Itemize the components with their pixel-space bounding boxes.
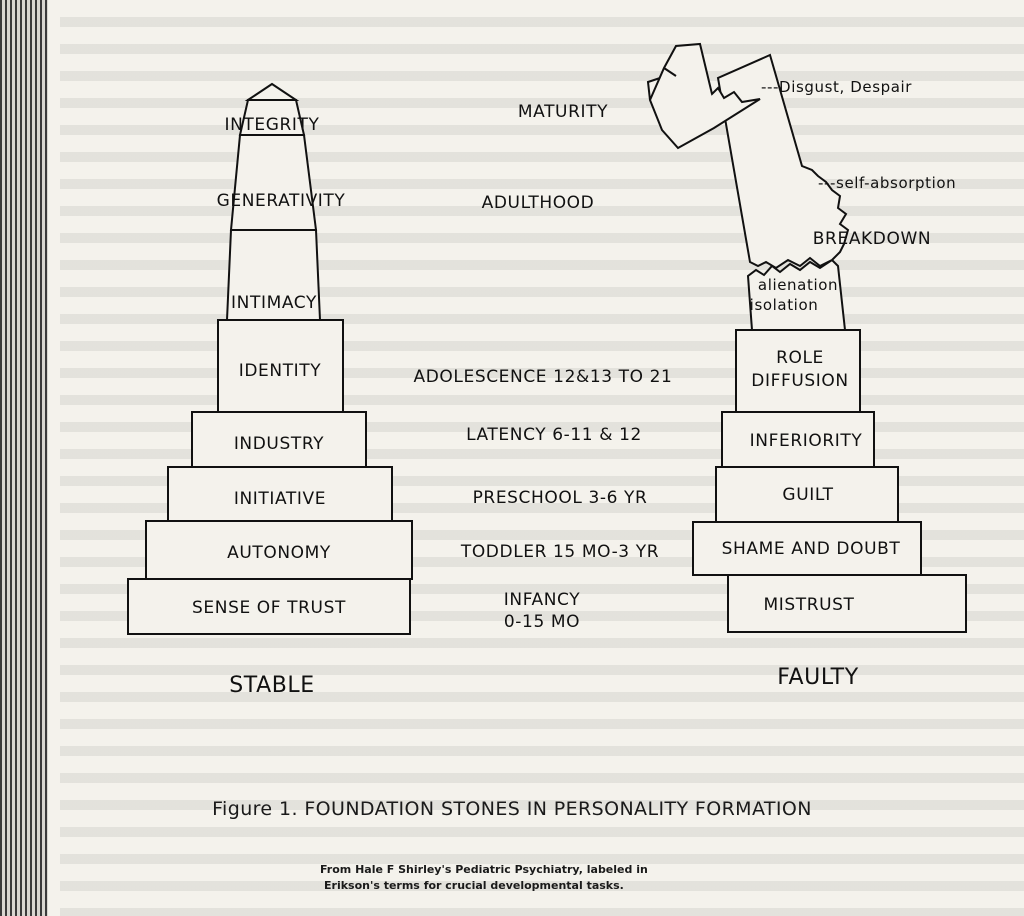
cap-edge <box>663 67 677 77</box>
stable-pyramid <box>127 82 413 635</box>
label-initiative: INITIATIVE <box>234 489 326 509</box>
stage-adolescence: ADOLESCENCE 12&13 TO 21 <box>414 367 673 387</box>
stone-inferiority <box>721 411 875 468</box>
label-generativity: GENERATIVITY <box>217 191 346 211</box>
stone-generativity <box>229 134 318 231</box>
label-isolation: isolation <box>750 296 819 314</box>
label-autonomy: AUTONOMY <box>227 543 331 563</box>
title-stable: STABLE <box>229 673 315 698</box>
title-faulty: FAULTY <box>777 665 859 690</box>
stone-identity <box>217 319 344 413</box>
label-intimacy: INTIMACY <box>231 293 317 313</box>
label-diffusion: DIFFUSION <box>751 371 848 391</box>
faulty-tower <box>646 42 967 633</box>
label-sense-of-trust: SENSE OF TRUST <box>192 598 346 618</box>
label-industry: INDUSTRY <box>234 434 324 454</box>
label-inferiority: INFERIORITY <box>750 431 863 451</box>
stone-alienation-isolation <box>746 258 847 331</box>
figure-credit: From Hale F Shirley's Pediatric Psychiat… <box>320 862 740 894</box>
stage-preschool: PRESCHOOL 3-6 YR <box>473 488 648 508</box>
stone-sense-of-trust <box>127 578 411 635</box>
stone-role-diffusion <box>735 329 861 413</box>
credit-line-1: From Hale F Shirley's Pediatric Psychiat… <box>320 863 648 876</box>
book-binding <box>0 0 48 916</box>
label-mistrust: MISTRUST <box>763 595 854 615</box>
label-self-absorption: ---self-absorption <box>818 174 956 192</box>
credit-line-2: Erikson's terms for crucial developmenta… <box>324 879 624 892</box>
label-role: ROLE <box>776 348 824 368</box>
label-integrity: INTEGRITY <box>224 115 319 135</box>
label-shame-and-doubt: SHAME AND DOUBT <box>722 539 901 559</box>
stone-breakdown <box>716 53 850 270</box>
stage-infancy: INFANCY <box>504 590 580 610</box>
label-alienation: alienation <box>758 276 838 294</box>
label-breakdown: BREAKDOWN <box>813 229 931 249</box>
stone-guilt <box>715 466 899 523</box>
label-guilt: GUILT <box>782 485 833 505</box>
stage-adulthood: ADULTHOOD <box>482 193 595 213</box>
figure-caption: Figure 1. FOUNDATION STONES IN PERSONALI… <box>212 798 812 820</box>
stage-maturity: MATURITY <box>518 102 608 122</box>
stage-infancy-age: 0-15 MO <box>504 612 580 632</box>
stone-initiative <box>167 466 393 522</box>
stone-autonomy <box>145 520 413 580</box>
stage-latency: LATENCY 6-11 & 12 <box>466 425 642 445</box>
broken-cap <box>649 42 713 101</box>
label-disgust-despair: ---Disgust, Despair <box>761 78 912 96</box>
pyramid-cap <box>244 82 300 101</box>
stage-toddler: TODDLER 15 MO-3 YR <box>460 542 659 562</box>
label-identity: IDENTITY <box>239 361 322 381</box>
stone-mistrust <box>727 574 967 633</box>
